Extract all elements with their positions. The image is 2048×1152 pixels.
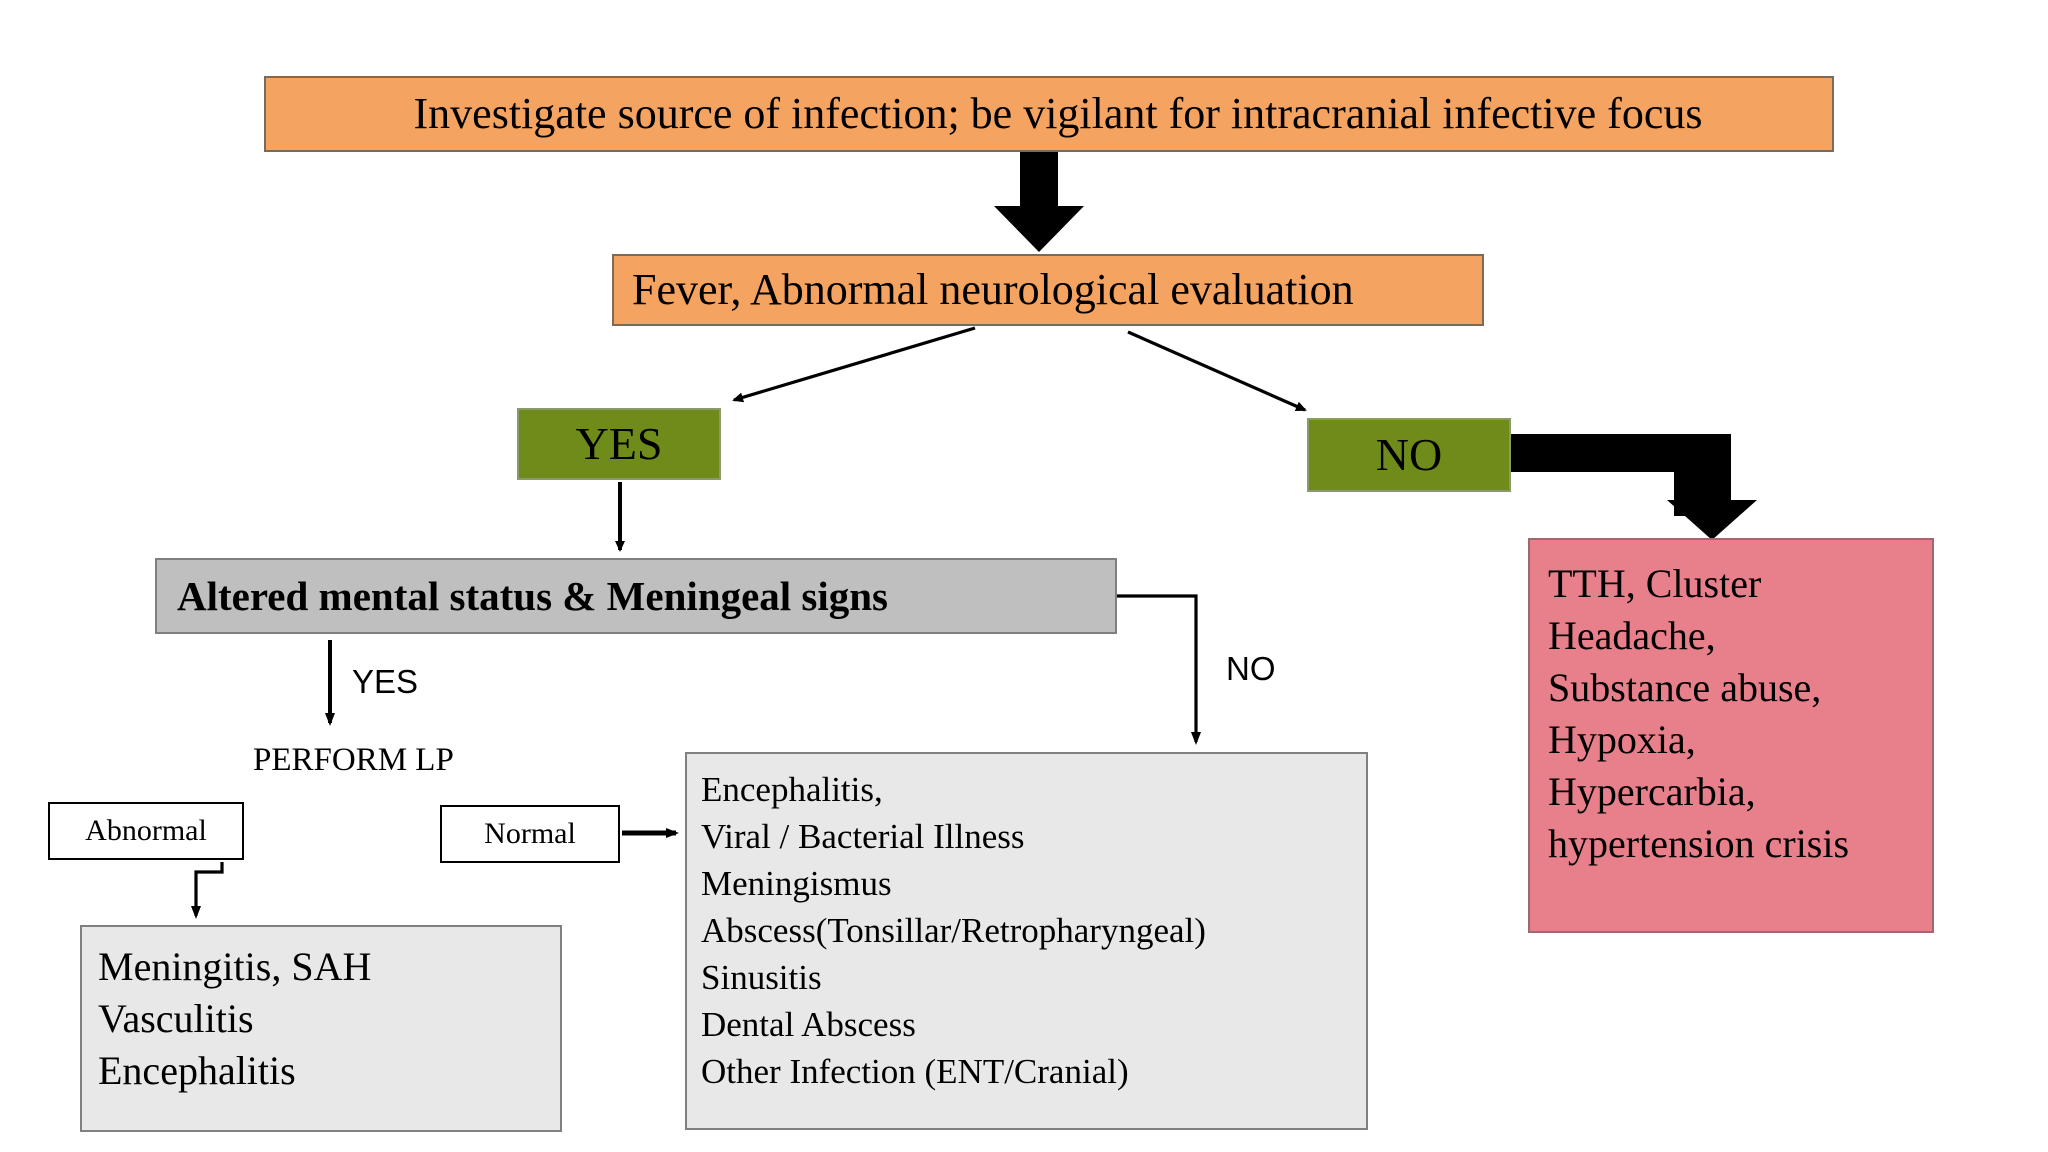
node-headache-causes-list[interactable]: TTH, Cluster Headache, Substance abuse, … xyxy=(1528,538,1934,933)
edge-label-yes: YES xyxy=(352,663,419,700)
arrow-top-to-fever xyxy=(994,152,1084,252)
node-normal[interactable]: Normal xyxy=(440,805,620,863)
node-altered-mental-status[interactable]: Altered mental status & Meningeal signs xyxy=(155,558,1117,634)
arrow-fever-to-no xyxy=(1127,330,1307,412)
arrow-no-to-headache xyxy=(1505,434,1757,540)
node-no[interactable]: NO xyxy=(1307,418,1511,492)
node-yes[interactable]: YES xyxy=(517,408,721,480)
arrow-abnormal-to-diagnosis xyxy=(191,862,224,919)
node-infection-list[interactable]: Encephalitis, Viral / Bacterial Illness … xyxy=(685,752,1368,1130)
edge-label-perform-lp: PERFORM LP xyxy=(253,742,454,778)
node-abnormal[interactable]: Abnormal xyxy=(48,802,244,860)
node-diagnosis-list[interactable]: Meningitis, SAH Vasculitis Encephalitis xyxy=(80,925,562,1132)
node-fever-abnormal-neuro[interactable]: Fever, Abnormal neurological evaluation xyxy=(612,254,1484,326)
node-investigate-source[interactable]: Investigate source of infection; be vigi… xyxy=(264,76,1834,152)
arrow-fever-to-yes xyxy=(732,326,976,403)
arrow-ams-to-infection xyxy=(1117,594,1201,745)
edge-label-no: NO xyxy=(1226,650,1276,687)
